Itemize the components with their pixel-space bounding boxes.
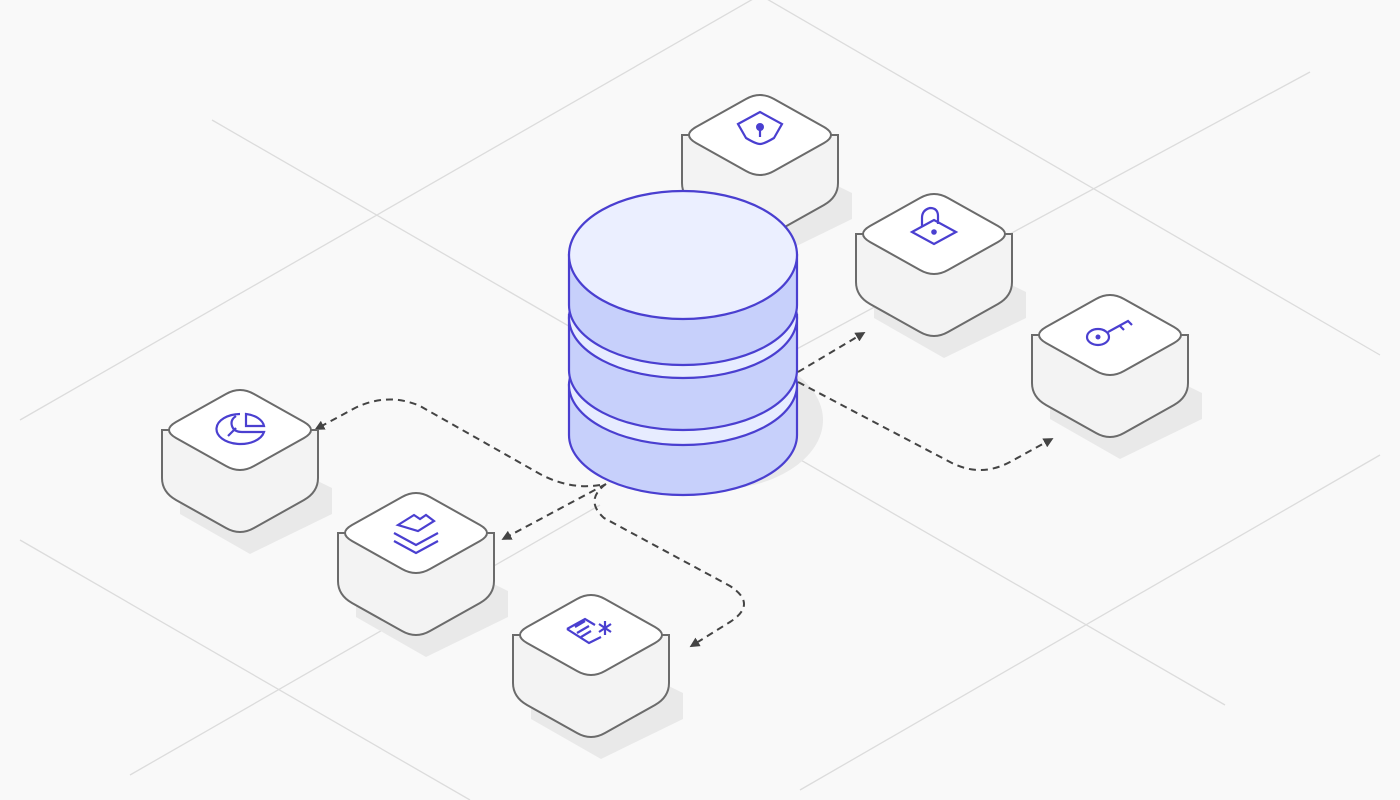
- background-grid: [19, 0, 1381, 800]
- key-icon: [1085, 319, 1133, 347]
- connectors: [314, 331, 1054, 648]
- shield-keyhole-icon: [736, 110, 784, 146]
- database-icon[interactable]: [567, 189, 823, 497]
- grid-line: [729, 71, 1311, 386]
- tile-top: [1038, 294, 1182, 376]
- padlock-tile[interactable]: [855, 193, 1026, 358]
- grid-line: [19, 0, 753, 421]
- tile-top: [519, 594, 663, 676]
- document-asterisk-icon: [566, 617, 612, 645]
- connector-document: [593, 483, 745, 648]
- connector-padlock: [797, 331, 866, 373]
- tile-body: [512, 634, 670, 738]
- tile-body: [337, 532, 495, 636]
- grid-line: [767, 0, 1381, 356]
- tile-body: [161, 429, 319, 533]
- database-top: [567, 189, 799, 321]
- key-tile[interactable]: [1031, 294, 1202, 459]
- tile-top: [168, 389, 312, 471]
- connector-pie-chart: [314, 398, 601, 488]
- pie-chart-tile[interactable]: [161, 389, 332, 554]
- grid-line: [799, 454, 1381, 791]
- grid-line: [19, 539, 471, 800]
- tile-top: [344, 492, 488, 574]
- tile-body: [1031, 334, 1189, 438]
- padlock-icon: [909, 206, 959, 246]
- pie-chart-icon: [215, 412, 266, 446]
- layers-tile[interactable]: [337, 492, 508, 657]
- grid-line: [129, 504, 601, 776]
- connector-key: [797, 381, 1054, 471]
- stacked-layers-icon: [393, 513, 439, 555]
- document-tile[interactable]: [512, 594, 683, 759]
- tile-body: [855, 233, 1013, 337]
